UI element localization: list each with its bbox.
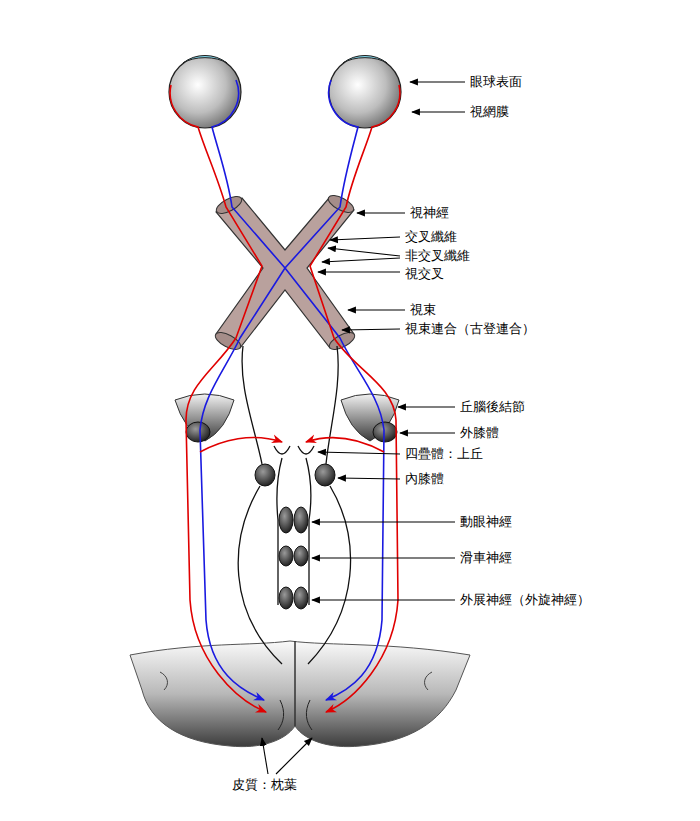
leader-line xyxy=(318,271,400,272)
cornea xyxy=(183,55,227,63)
leader-line xyxy=(338,478,400,479)
part-label: 滑車神經 xyxy=(460,549,512,567)
collicular-branch xyxy=(306,437,384,452)
oculomotor-nucleus xyxy=(279,507,293,533)
pathway xyxy=(308,486,351,664)
part-label: 視神經 xyxy=(410,204,449,222)
trochlear-nucleus xyxy=(279,546,293,566)
occipital-cortex xyxy=(130,641,470,747)
leader-line xyxy=(328,248,400,256)
leader-line xyxy=(400,432,455,433)
leader-line xyxy=(312,557,455,558)
medial-geniculate xyxy=(315,464,335,486)
cortex-shape xyxy=(130,641,470,747)
colliculus xyxy=(274,446,290,454)
medial-geniculate xyxy=(255,464,275,486)
calcarine xyxy=(306,700,312,730)
oculomotor-nucleus xyxy=(294,507,308,533)
pathway xyxy=(306,458,311,605)
pulvinar xyxy=(175,394,234,441)
leader-line xyxy=(312,521,455,522)
part-label: 視束 xyxy=(410,301,436,319)
nasal-fibre xyxy=(200,80,358,700)
thalamus xyxy=(175,394,399,486)
leader-line xyxy=(412,111,465,112)
cornea xyxy=(343,55,387,63)
cortex-label: 皮質：枕葉 xyxy=(232,776,297,794)
leader-line xyxy=(276,738,312,774)
part-label: 四疊體：上丘 xyxy=(405,445,483,463)
black-pathways xyxy=(238,346,350,664)
collicular-branch xyxy=(200,437,282,452)
lateral-geniculate xyxy=(186,422,210,442)
part-label: 視網膜 xyxy=(470,103,509,121)
part-label: 動眼神經 xyxy=(460,513,512,531)
sulcus xyxy=(425,672,432,690)
visual-fibres xyxy=(170,80,400,712)
leader-line xyxy=(410,81,465,82)
temporal-fibre xyxy=(310,85,400,712)
calcarine xyxy=(278,700,284,730)
abducens-nucleus xyxy=(294,587,308,609)
colliculus xyxy=(298,446,314,454)
leader-line xyxy=(398,406,455,407)
abducens-nucleus xyxy=(279,587,293,609)
part-label: 視交叉 xyxy=(405,265,444,283)
part-label: 內膝體 xyxy=(405,470,444,488)
leader-line xyxy=(348,309,405,310)
leader-line xyxy=(318,452,400,454)
part-label: 視束連合（古登連合） xyxy=(405,320,535,338)
leader-lines xyxy=(262,82,465,774)
temporal-fibre xyxy=(170,85,266,712)
pathway xyxy=(238,486,282,664)
pathway xyxy=(242,346,262,464)
part-label: 非交叉纖維 xyxy=(405,247,470,265)
leader-line xyxy=(342,329,400,330)
part-label: 外展神經（外旋神經） xyxy=(460,591,590,609)
sulcus xyxy=(160,672,167,690)
lateral-geniculate xyxy=(373,422,397,442)
leader-line xyxy=(262,738,268,774)
leader-line xyxy=(322,258,400,262)
pathway xyxy=(277,458,282,605)
leader-line xyxy=(330,237,400,240)
part-label: 交叉纖維 xyxy=(405,228,457,246)
trochlear-nucleus xyxy=(294,546,308,566)
part-label: 外膝體 xyxy=(460,424,499,442)
nerve-nuclei xyxy=(279,507,308,609)
leader-line xyxy=(312,599,455,600)
eyes xyxy=(169,55,401,128)
midline xyxy=(294,641,296,726)
pathway xyxy=(326,346,338,464)
leader-line xyxy=(357,212,405,213)
part-label: 丘腦後結節 xyxy=(460,398,525,416)
chiasm-shape xyxy=(216,198,354,348)
part-label: 眼球表面 xyxy=(470,73,522,91)
nasal-fibre xyxy=(212,80,384,700)
